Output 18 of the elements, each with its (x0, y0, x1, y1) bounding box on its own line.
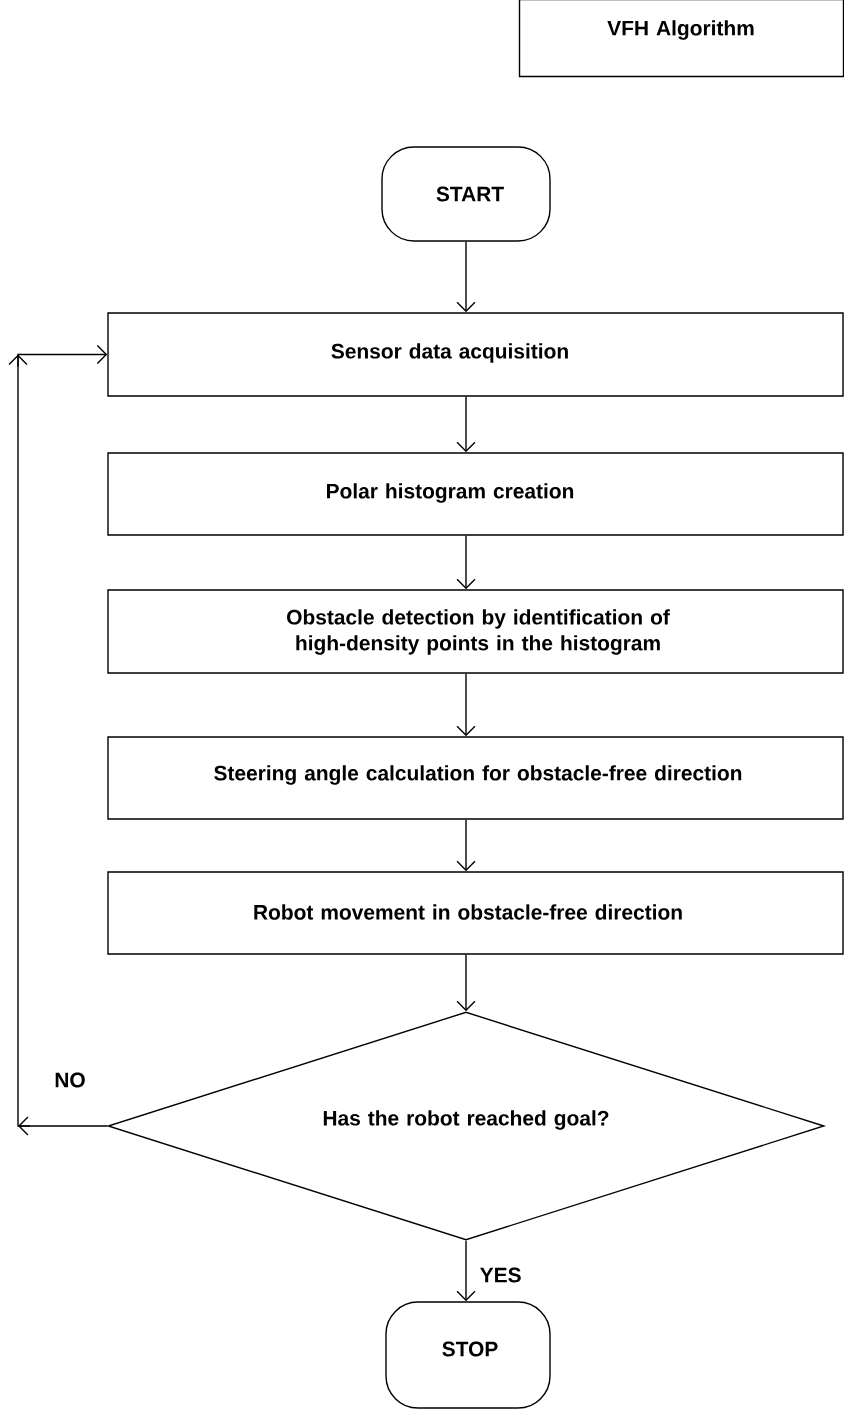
edge-label: YES (480, 1267, 521, 1283)
terminal-box: START (381, 146, 551, 242)
arrow (456, 396, 476, 453)
process-box: Sensor data acquisition (107, 312, 844, 397)
arrow (456, 241, 476, 313)
process-box: Polar histogram creation (107, 452, 844, 536)
arrow (456, 1240, 476, 1302)
process-box: Obstacle detection by identification of high-density points in the histogram (107, 589, 844, 674)
title-box: VFH Algorithm (518, 0, 844, 78)
edge-label: NO (55, 1072, 85, 1088)
process-box: Steering angle calculation for obstacle-free direction (107, 736, 844, 820)
terminal-box: STOP (385, 1301, 551, 1409)
arrow (456, 535, 476, 590)
process-box: Robot movement in obstacle-free direction (107, 871, 844, 955)
arrow (456, 673, 476, 737)
loop-arrow (8, 344, 108, 1136)
arrow (456, 819, 476, 872)
arrow (456, 954, 476, 1012)
